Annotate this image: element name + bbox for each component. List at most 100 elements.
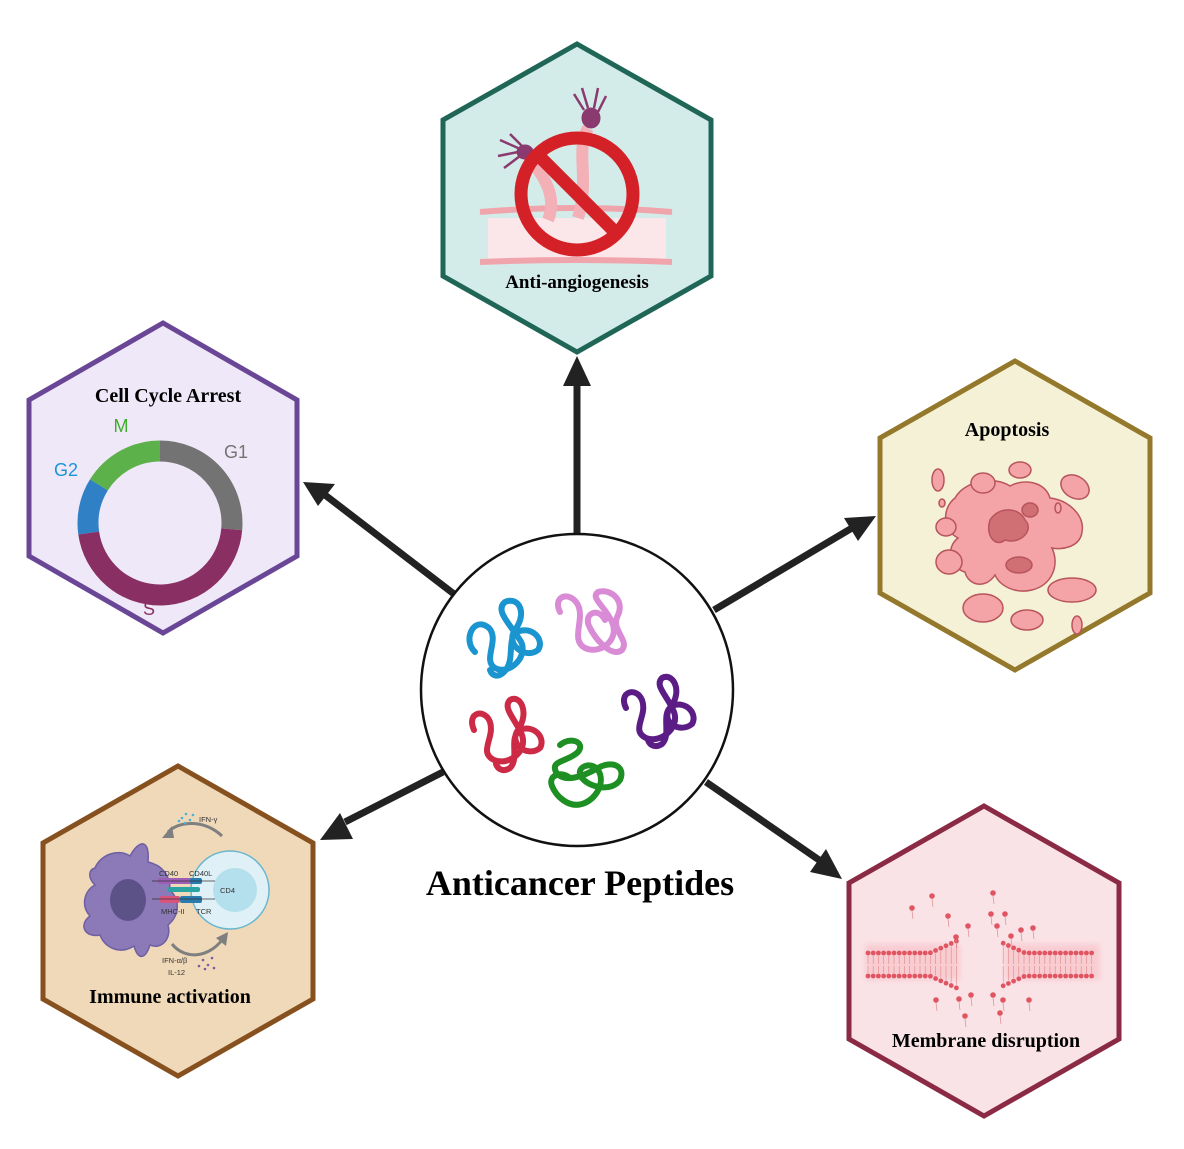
label-ifn-gamma: IFN-γ	[199, 815, 218, 824]
lipid-head	[943, 943, 949, 949]
lipid-head	[1047, 973, 1053, 979]
center-circle	[419, 532, 735, 848]
peptide-icon-blue	[466, 597, 543, 679]
lipid-head	[1068, 973, 1074, 979]
free-lipid	[997, 1010, 1003, 1016]
phase-label-g1: G1	[224, 442, 248, 462]
lipid-head	[896, 950, 902, 956]
lipid-head	[1011, 978, 1016, 984]
receptor-complex-icon	[152, 878, 215, 903]
phase-label-m: M	[114, 416, 129, 436]
label-cd40: CD40	[159, 869, 178, 878]
lipid-head	[917, 973, 923, 979]
free-lipid	[994, 923, 1000, 929]
lipid-head	[933, 976, 938, 981]
lipid-head	[954, 985, 959, 991]
lipid-head	[1078, 950, 1084, 956]
free-lipid	[968, 992, 974, 998]
free-lipid	[1002, 911, 1008, 917]
mechanism-label-anti-angiogenesis: Anti-angiogenesis	[505, 272, 649, 293]
lipid-head	[1068, 950, 1074, 956]
arrow-to-anti-angiogenesis	[563, 356, 591, 535]
lipid-head	[891, 973, 897, 979]
free-lipid	[953, 934, 959, 940]
cell-cycle-segment-g2	[77, 479, 109, 535]
lipid-head	[1063, 973, 1068, 979]
lipid-head	[865, 950, 871, 956]
cell-cycle-segment-m	[90, 440, 161, 491]
cell-cycle-segment-s	[78, 528, 243, 606]
lipid-head	[891, 950, 897, 956]
peptide-icon-purple	[621, 673, 697, 750]
lipid-head	[896, 973, 902, 979]
lipid-head	[1037, 973, 1042, 979]
free-lipid	[929, 893, 935, 899]
lipid-head	[1021, 974, 1027, 979]
mechanism-label-membrane-disruption: Membrane disruption	[892, 1030, 1080, 1052]
lipid-head	[1084, 973, 1089, 979]
lipid-head	[1011, 945, 1016, 951]
label-cd40l: CD40L	[189, 869, 212, 878]
lipid-head	[933, 948, 938, 953]
arrow-to-immune-activation	[320, 768, 445, 840]
lipid-head	[907, 973, 912, 979]
free-lipid	[945, 913, 951, 919]
ifn-gamma-dots-icon	[177, 812, 195, 825]
lipid-head	[907, 950, 912, 956]
lipid-head	[1073, 950, 1079, 956]
lipid-head	[1042, 973, 1048, 979]
mechanism-label-apoptosis: Apoptosis	[965, 419, 1050, 441]
lipid-head	[1032, 973, 1037, 979]
lipid-head	[943, 980, 949, 986]
lipid-head	[1021, 950, 1027, 955]
arrow-to-membrane-disruption	[704, 779, 842, 879]
cytokine-arrow-bottom	[170, 939, 224, 957]
free-lipid	[956, 996, 962, 1002]
cytokine-arrowhead-bottom	[216, 932, 228, 946]
hexagon-membrane-disruption	[846, 803, 1122, 1119]
peptide-icon-pink	[555, 588, 627, 655]
lipid-head	[876, 973, 881, 979]
ifn-ab-dots-icon	[197, 956, 216, 971]
free-lipid	[1026, 997, 1032, 1003]
free-lipid	[933, 997, 939, 1003]
lipid-head	[922, 973, 928, 979]
label-il12: IL-12	[168, 968, 185, 977]
lipid-head	[928, 950, 933, 956]
lipid-head	[1089, 950, 1094, 956]
lipid-head	[1058, 950, 1063, 956]
mechanism-label-immune-activation: Immune activation	[89, 986, 251, 1008]
lipid-head	[1042, 950, 1048, 956]
lipid-head	[948, 941, 954, 946]
mechanism-membrane-disruption: Membrane disruption	[846, 803, 1122, 1119]
lipid-head	[1026, 973, 1032, 979]
prohibition-icon	[514, 131, 640, 257]
cell-cycle-segment-g1	[159, 440, 243, 531]
arrows	[303, 356, 876, 879]
lipid-head	[938, 945, 944, 951]
t-cell-icon	[190, 850, 270, 930]
peptide-icon-red	[469, 695, 545, 774]
free-lipid	[962, 1013, 968, 1019]
lipid-head	[1032, 950, 1037, 956]
lipid-head	[870, 950, 876, 956]
peptide-icon-green	[548, 737, 625, 808]
hexagon-immune-activation	[40, 763, 316, 1079]
mechanism-anti-angiogenesis: Anti-angiogenesis	[440, 41, 714, 355]
lipid-head	[1073, 973, 1079, 979]
label-mhc2: MHC-II	[161, 907, 185, 916]
free-lipid	[965, 923, 971, 929]
dendritic-cell-icon	[83, 843, 178, 958]
lipid-head	[881, 950, 886, 956]
cell-cycle-ring	[77, 440, 243, 606]
lipid-head	[1089, 973, 1094, 979]
lipid-head	[881, 973, 886, 979]
apoptotic-cell-icon	[931, 461, 1097, 635]
free-lipid	[1018, 927, 1024, 933]
lipid-head	[1016, 947, 1022, 953]
lipid-head	[928, 973, 933, 979]
arrow-to-cell-cycle-arrest	[303, 482, 457, 597]
lipid-head	[1058, 973, 1063, 979]
lipid-bilayer-icon	[865, 890, 1100, 1028]
